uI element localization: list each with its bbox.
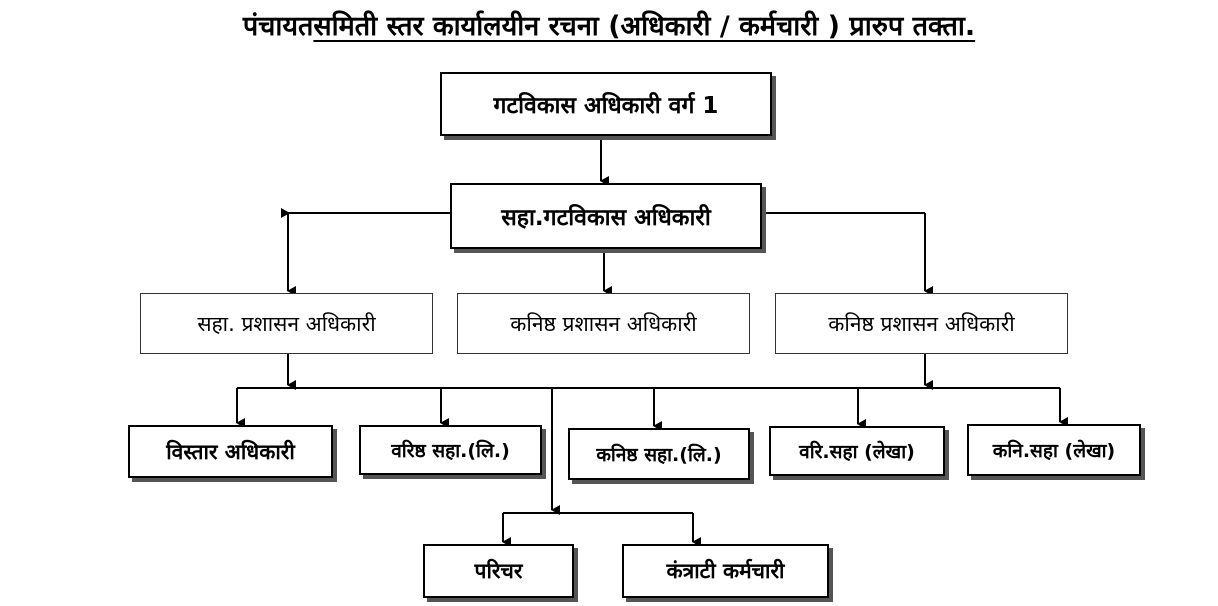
node-asst-bdo: सहा.गटविकास अधिकारी	[450, 183, 762, 249]
node-junior-admin-officer-2: कनिष्ठ प्रशासन अधिकारी	[775, 293, 1068, 354]
node-junior-asst-accounts: कनि.सहा (लेखा)	[967, 424, 1141, 476]
node-bdo: गटविकास अधिकारी वर्ग 1	[440, 72, 772, 136]
node-junior-admin-officer-1: कनिष्ठ प्रशासन अधिकारी	[457, 293, 750, 354]
page-title: पंचायतसमिती स्तर कार्यालयीन रचना (अधिकार…	[0, 6, 1218, 43]
title-prefix: पंचायत	[242, 11, 314, 42]
node-contract-staff: कंत्राटी कर्मचारी	[622, 544, 829, 598]
node-extension-officer: विस्तार अधिकारी	[128, 425, 333, 478]
node-senior-asst-accounts: वरि.सहा (लेखा)	[769, 426, 945, 476]
title-underlined: समिती स्तर कार्यालयीन रचना (अधिकारी / कर…	[313, 11, 976, 42]
node-attendant: परिचर	[423, 544, 574, 598]
node-asst-admin-officer: सहा. प्रशासन अधिकारी	[140, 293, 433, 354]
node-senior-asst-clerical: वरिष्ठ सहा.(लि.)	[359, 425, 542, 475]
node-junior-asst-clerical: कनिष्ठ सहा.(लि.)	[568, 428, 750, 480]
